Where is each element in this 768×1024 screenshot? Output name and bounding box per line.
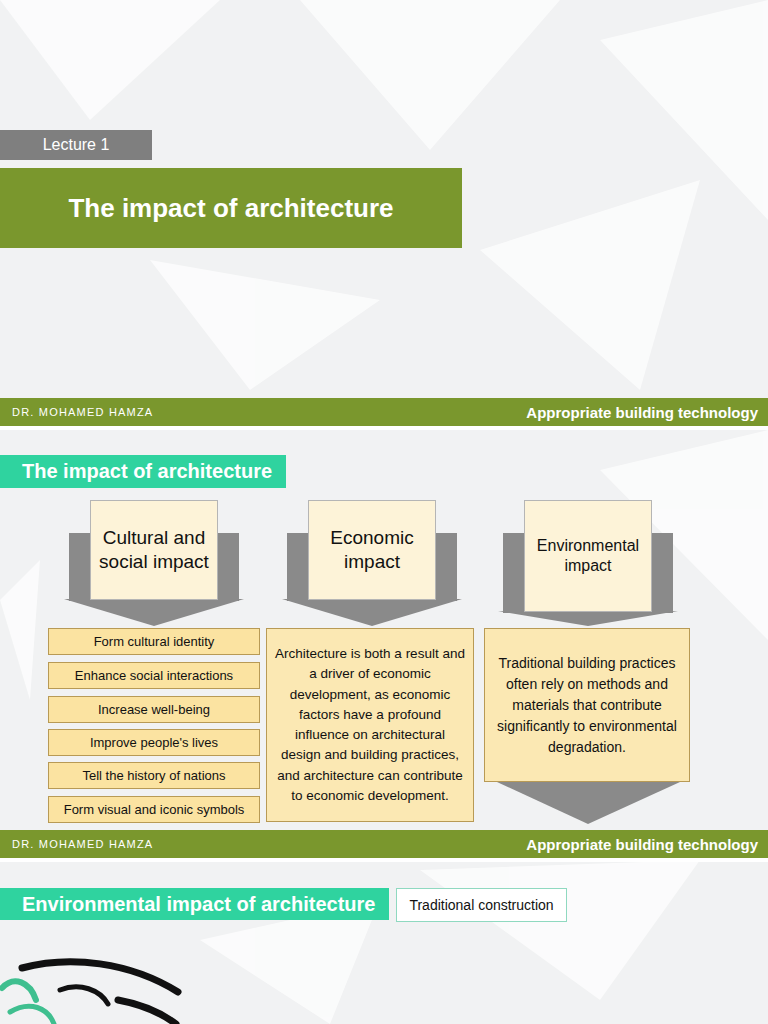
- footer-bar: DR. MOHAMED HAMZA Appropriate building te…: [0, 830, 768, 858]
- section-tab: The impact of architecture: [0, 455, 286, 488]
- slide-gap: [0, 426, 768, 430]
- chevron-arrow: [282, 599, 462, 626]
- node-label: Enhance social interactions: [75, 668, 233, 683]
- illustration: [2, 962, 178, 1024]
- description-box: Traditional building practices often rel…: [484, 628, 690, 782]
- node-label: Traditional construction: [409, 897, 553, 913]
- chevron-arrow: [498, 611, 678, 626]
- course-name: Appropriate building technology: [526, 836, 758, 853]
- lecture-tab: Lecture 1: [0, 130, 152, 160]
- impact-item: Tell the history of nations: [48, 762, 260, 789]
- node-label: Environmental impact of architecture: [22, 893, 375, 916]
- node-label: Tell the history of nations: [82, 768, 225, 783]
- section-tab: Environmental impact of architecture: [0, 888, 389, 920]
- node-label: Environmental impact: [529, 536, 647, 576]
- impact-header: Environmental impact: [524, 500, 652, 612]
- down-arrow: [497, 782, 680, 824]
- node-label: Form cultural identity: [94, 634, 215, 649]
- node-label: Lecture 1: [43, 136, 110, 154]
- impact-header: Economic impact: [308, 500, 436, 600]
- subtopic-box: Traditional construction: [396, 888, 566, 922]
- impact-item: Form cultural identity: [48, 628, 260, 655]
- node-label: The impact of architecture: [22, 460, 272, 483]
- footer-bar: DR. MOHAMED HAMZA Appropriate building te…: [0, 398, 768, 426]
- node-label: Improve people's lives: [90, 735, 218, 750]
- impact-item: Increase well-being: [48, 696, 260, 723]
- title-band: The impact of architecture: [0, 168, 462, 248]
- impact-header: Cultural and social impact: [90, 500, 218, 600]
- node-label: Architecture is both a result and a driv…: [275, 644, 465, 806]
- impact-item: Enhance social interactions: [48, 662, 260, 689]
- node-label: Increase well-being: [98, 702, 210, 717]
- slide-gap: [0, 858, 768, 862]
- course-name: Appropriate building technology: [526, 404, 758, 421]
- impact-item: Improve people's lives: [48, 729, 260, 756]
- node-label: Form visual and iconic symbols: [64, 802, 245, 817]
- chevron-arrow: [64, 599, 244, 626]
- node-label: Cultural and social impact: [95, 526, 213, 574]
- node-label: The impact of architecture: [68, 193, 393, 224]
- impact-item: Form visual and iconic symbols: [48, 796, 260, 823]
- description-box: Architecture is both a result and a driv…: [266, 628, 474, 822]
- node-label: Traditional building practices often rel…: [493, 653, 681, 758]
- node-label: Economic impact: [313, 526, 431, 574]
- author-name: DR. MOHAMED HAMZA: [12, 838, 153, 850]
- author-name: DR. MOHAMED HAMZA: [12, 406, 153, 418]
